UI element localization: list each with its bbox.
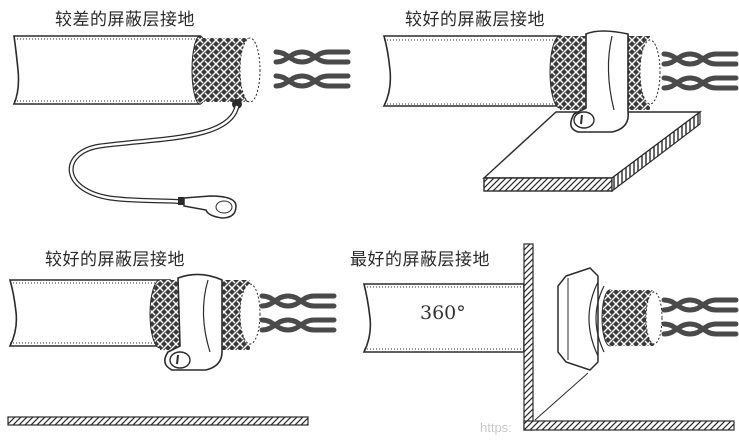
panel-title-better-bar: 较好的屏蔽层接地 [45,250,185,270]
annotation-360-degrees: 360° [420,302,466,324]
watermark: https: [480,420,512,435]
panel-title-better-plate: 较好的屏蔽层接地 [405,10,545,30]
panel-best-360 [362,243,736,431]
panel-title-poor: 较差的屏蔽层接地 [55,10,195,30]
panel-poor-grounding [12,35,348,219]
panel-better-bar [7,273,334,426]
panel-better-plate [382,30,736,193]
panel-title-best: 最好的屏蔽层接地 [350,250,490,270]
